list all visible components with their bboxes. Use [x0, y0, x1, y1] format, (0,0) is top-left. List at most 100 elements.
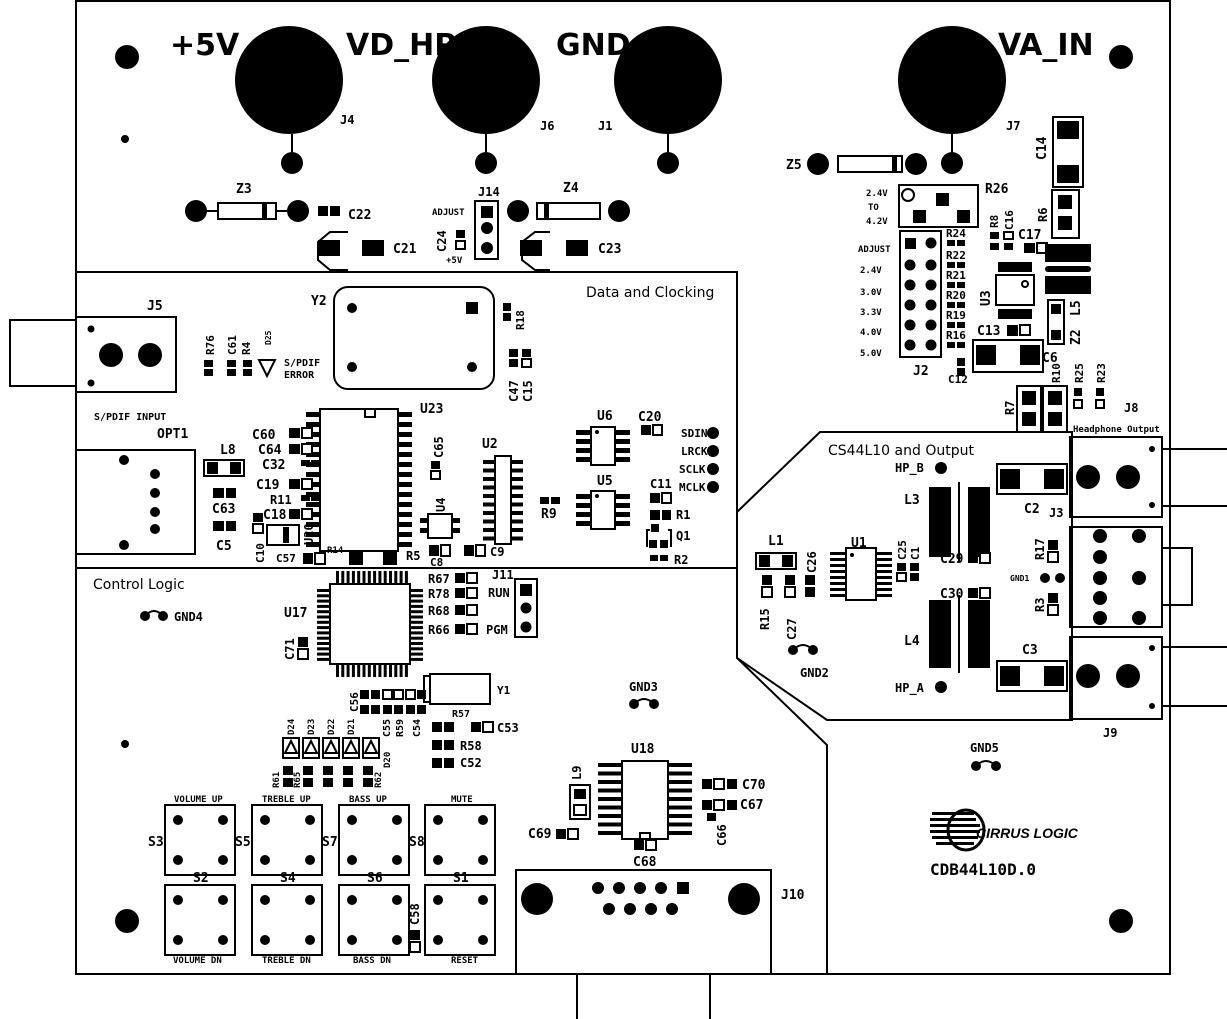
u17-pins [317, 571, 423, 677]
j9-label: J9 [1103, 726, 1117, 740]
c30-label: C30 [940, 587, 964, 602]
chip-u2 [494, 455, 512, 545]
gnd5-label: GND5 [970, 741, 999, 755]
plus5v-label: +5V [446, 256, 463, 266]
c54-label: C54 [412, 719, 423, 737]
treble-dn-label: TREBLE DN [262, 956, 311, 966]
u18-label: U18 [631, 742, 655, 757]
hp-a-label: HP_A [895, 681, 925, 696]
opt1-label: OPT1 [157, 427, 188, 442]
c8-label: C8 [430, 556, 443, 569]
cap-c6 [972, 339, 1044, 373]
optical-opt1 [75, 449, 196, 555]
c57-label: C57 [276, 552, 296, 565]
j10-label: J10 [781, 888, 805, 903]
r1-label: R1 [676, 508, 690, 522]
label-va-in: VA_IN [998, 28, 1094, 63]
c12-label: C12 [948, 373, 968, 386]
inductor-l4 [929, 600, 951, 668]
r59-label: R59 [395, 719, 406, 737]
u4-label: U4 [434, 498, 448, 512]
u23-pins [306, 412, 412, 547]
treble-up-label: TREBLE UP [262, 795, 311, 805]
c52-label: C52 [460, 756, 482, 770]
cap-c21 [317, 231, 384, 271]
c27-label: C27 [785, 618, 799, 640]
r14-label: R14 [327, 546, 344, 556]
u6-pins [576, 430, 630, 462]
res-r6 [1051, 189, 1080, 239]
led-d22-label: D22 [327, 719, 337, 735]
sdin-label: SDIN [681, 427, 708, 440]
u23-label: U23 [420, 402, 443, 417]
z4-label: Z4 [563, 181, 579, 196]
r9-label: R9 [541, 507, 557, 522]
r67-label: R67 [428, 572, 450, 586]
r15-label: R15 [758, 608, 772, 630]
res-array-j2 [947, 240, 965, 348]
chip-u1 [845, 547, 877, 601]
r20-label: R20 [946, 289, 966, 302]
spdif-input-label: S/PDIF INPUT [94, 412, 166, 423]
headphone-output: Headphone Output [1073, 425, 1160, 435]
cirrus-logic-logo: CIRRUS LOGIC [930, 808, 1079, 852]
r25-label: R25 [1073, 363, 1086, 383]
l1-label: L1 [768, 534, 784, 549]
s5-label: S5 [235, 835, 251, 850]
c11-label: C11 [650, 477, 672, 491]
led-resistors [283, 766, 373, 787]
s8-label: S8 [409, 835, 425, 850]
c16-label: C16 [1003, 210, 1016, 230]
j8-label: J8 [1124, 401, 1138, 415]
c68-label: C68 [633, 855, 657, 870]
inductor-l9 [569, 784, 591, 820]
c24-label: C24 [435, 230, 449, 252]
board-name: CDB44L10D.0 [930, 860, 1036, 879]
c2-label: C2 [1024, 502, 1040, 517]
chip-u6 [590, 426, 616, 466]
r24-label: R24 [946, 227, 966, 240]
header-j2 [899, 230, 942, 358]
led-d21-label: D21 [347, 719, 357, 735]
c63-label: C63 [212, 502, 235, 517]
pgm-label: PGM [486, 623, 508, 637]
s2-label: S2 [193, 871, 209, 886]
inductor-l1 [755, 552, 797, 570]
l4-label: L4 [904, 634, 920, 649]
j5-outline [9, 319, 77, 387]
u17-label: U17 [284, 606, 307, 621]
label-5v: +5V [170, 28, 240, 63]
c9-label: C9 [490, 545, 504, 559]
volume-dn-label: VOLUME DN [173, 956, 222, 966]
c64-label: C64 [258, 443, 282, 458]
label-gnd: GND [556, 28, 631, 63]
c26-label: C26 [805, 551, 819, 573]
s1-label: S1 [453, 871, 469, 886]
gnd3-label: GND3 [629, 680, 658, 694]
chip-u23 [319, 408, 399, 552]
c25-label: C25 [896, 540, 909, 560]
inductor-l5 [1045, 244, 1091, 294]
u2-pins [483, 460, 523, 541]
j5-label: J5 [147, 299, 163, 314]
control-logic-title: Control Logic [93, 577, 185, 593]
c65-label: C65 [432, 436, 446, 458]
led-d25 [257, 359, 277, 379]
v24: 2.4V [860, 266, 882, 276]
c13-label: C13 [977, 324, 1000, 339]
c22-label: C22 [348, 208, 371, 223]
spdif-error-1: S/PDIF [284, 358, 320, 369]
c14-label: C14 [1035, 136, 1050, 160]
c19-label: C19 [256, 478, 279, 493]
r2-label: R2 [674, 553, 688, 567]
j6-label: J6 [540, 119, 554, 133]
c60-label: C60 [252, 428, 276, 443]
r10-label: R10 [1050, 363, 1063, 383]
z2-label: Z2 [1069, 329, 1084, 345]
volume-up-label: VOLUME UP [174, 795, 223, 805]
l8-label: L8 [220, 443, 236, 458]
chip-u5 [590, 490, 616, 530]
c69-label: C69 [528, 827, 551, 842]
s6-label: S6 [367, 871, 383, 886]
